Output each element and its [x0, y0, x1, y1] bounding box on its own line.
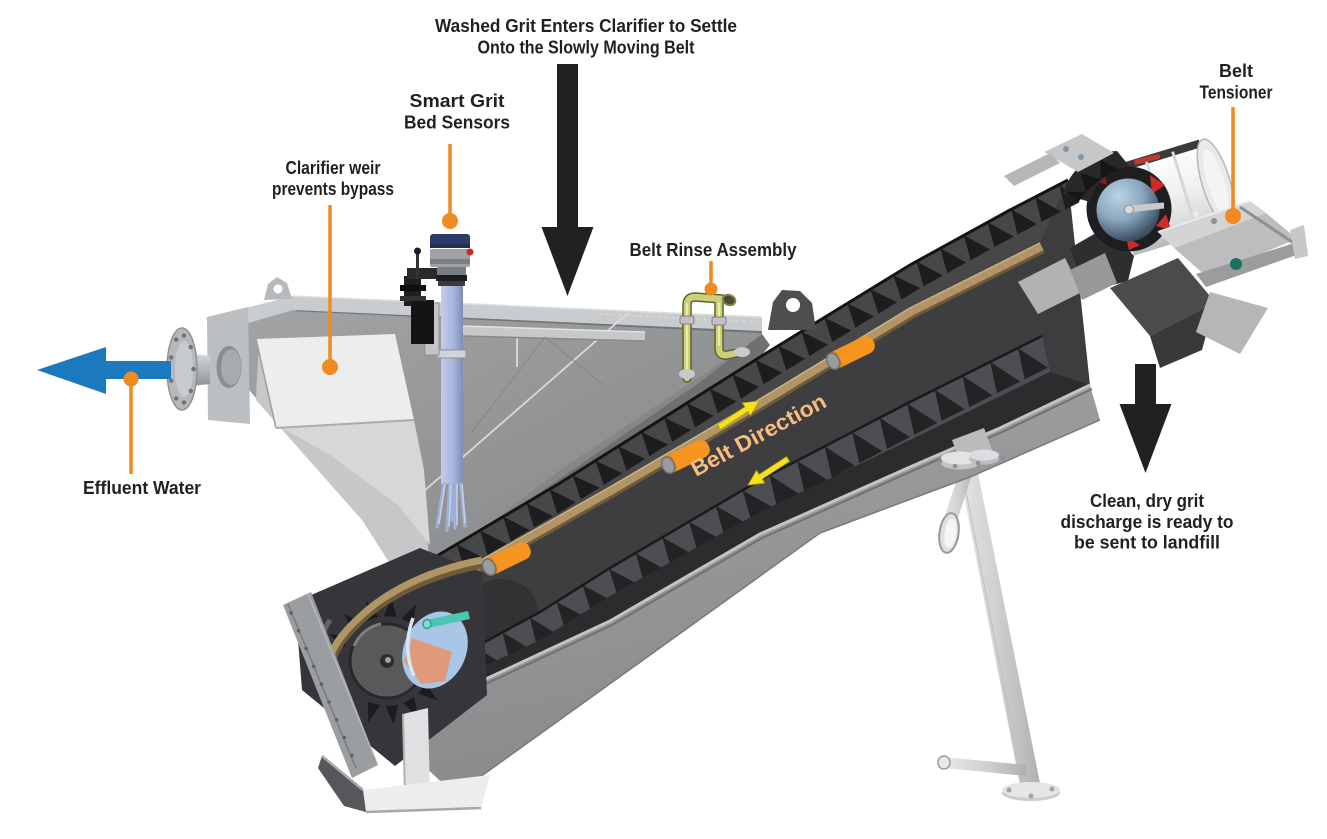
svg-text:prevents bypass: prevents bypass [272, 179, 394, 199]
svg-text:Effluent Water: Effluent Water [83, 478, 201, 498]
svg-text:Belt Rinse Assembly: Belt Rinse Assembly [630, 240, 797, 260]
svg-text:be sent to landfill: be sent to landfill [1074, 533, 1220, 553]
svg-text:Washed Grit Enters Clarifier t: Washed Grit Enters Clarifier to Settle [435, 16, 737, 36]
svg-text:Clarifier weir: Clarifier weir [286, 158, 381, 178]
svg-text:Bed Sensors: Bed Sensors [404, 113, 510, 133]
svg-text:Smart Grit: Smart Grit [410, 91, 505, 111]
svg-text:discharge is ready to: discharge is ready to [1061, 512, 1234, 532]
svg-text:Tensioner: Tensioner [1200, 83, 1273, 103]
svg-text:Clean, dry grit: Clean, dry grit [1090, 491, 1204, 511]
svg-text:Belt: Belt [1219, 61, 1253, 81]
svg-text:Onto the Slowly Moving Belt: Onto the Slowly Moving Belt [478, 38, 695, 58]
